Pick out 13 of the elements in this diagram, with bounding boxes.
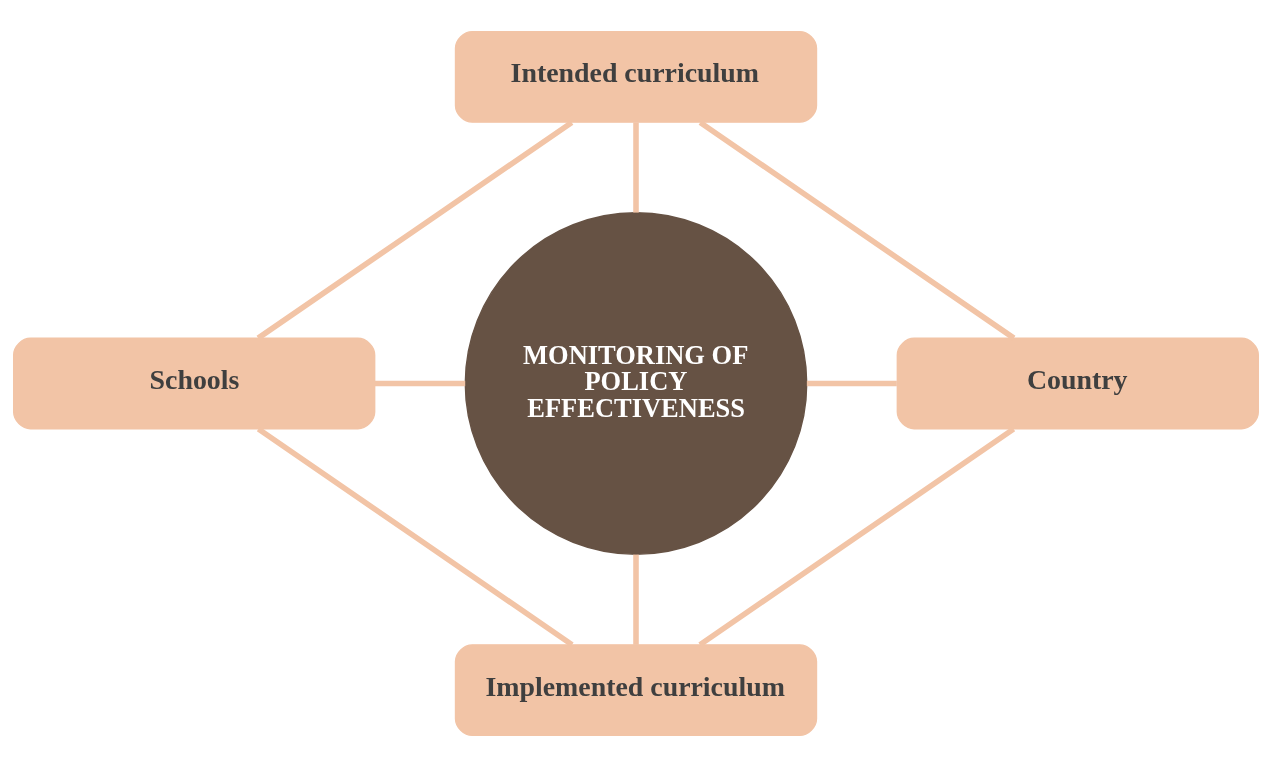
connector xyxy=(374,380,466,387)
node-box: Schools xyxy=(13,337,376,430)
connector xyxy=(806,380,897,387)
connector xyxy=(633,554,639,645)
connector xyxy=(698,426,1016,648)
connector xyxy=(256,426,574,648)
node-circle: MONITORING OF POLICY EFFECTIVENESS xyxy=(464,212,808,555)
node-box: Implemented curriculum xyxy=(454,644,818,737)
connector xyxy=(633,122,639,213)
node-box: Country xyxy=(896,337,1259,430)
connector xyxy=(256,120,574,341)
connector xyxy=(698,120,1016,341)
node-box: Intended curriculum xyxy=(454,30,818,123)
